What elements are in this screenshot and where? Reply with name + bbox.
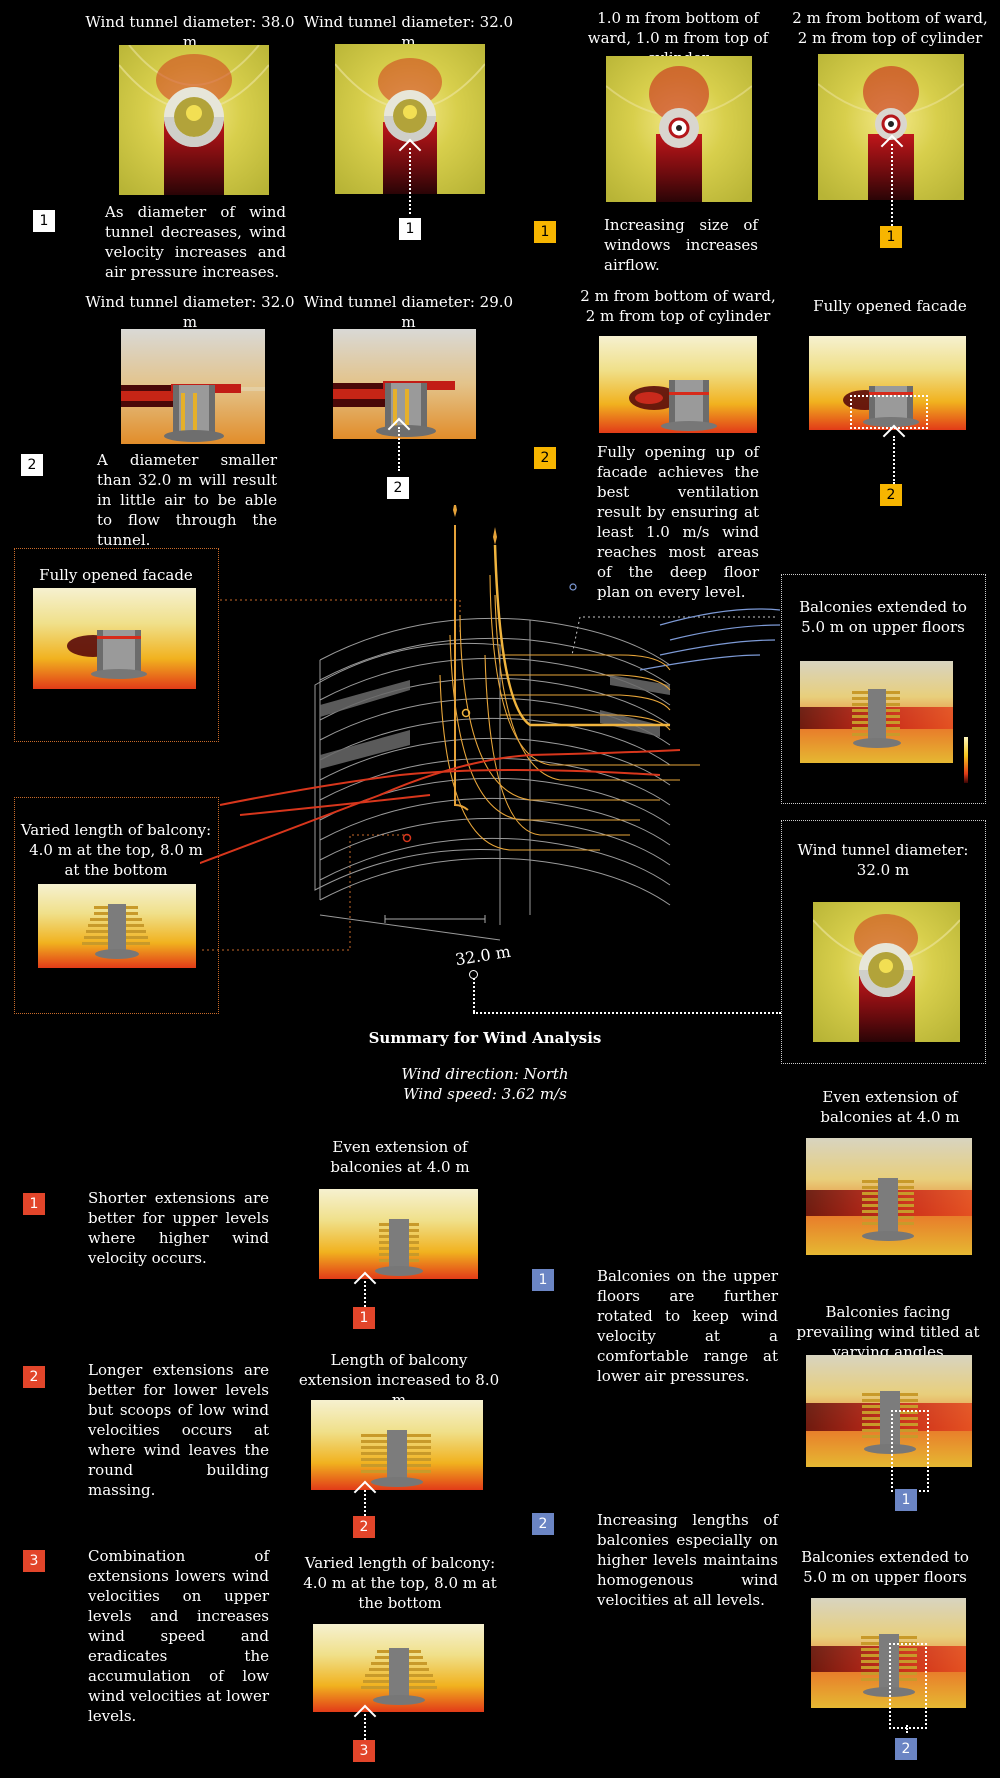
wind-direction: Wind direction: North xyxy=(401,1065,569,1083)
caption-tunnel-32b: Wind tunnel diameter: 32.0 m xyxy=(85,293,295,331)
badge-yellow-1-under: 1 xyxy=(880,226,902,248)
dotted-connector xyxy=(364,1281,366,1307)
dotted-connector xyxy=(364,1490,366,1516)
caption-center-tunnel: Wind tunnel diameter: 32.0 m xyxy=(797,841,969,879)
caption-center-varied: Varied length of balcony: 4.0 m at the t… xyxy=(20,821,212,879)
dotted-connector xyxy=(409,148,411,214)
sim-red-2 xyxy=(311,1400,483,1490)
caption-red-3: Varied length of balcony: 4.0 m at the t… xyxy=(303,1554,497,1612)
note-fully-opened: Fully opening up of facade achieves the … xyxy=(597,443,759,601)
dotted-connector xyxy=(891,144,893,226)
badge-white-2: 2 xyxy=(21,454,43,476)
note-blue-2: Increasing lengths of balconies especial… xyxy=(597,1511,778,1609)
badge-blue-2: 2 xyxy=(532,1513,554,1535)
badge-red-3-under: 3 xyxy=(353,1740,375,1762)
highlight-box xyxy=(850,395,928,429)
highlight-box xyxy=(889,1643,927,1729)
dotted-connector xyxy=(473,978,475,1012)
note-tunnel-diameter: As diameter of wind tunnel decreases, wi… xyxy=(105,203,286,281)
caption-side-2m: 2 m from bottom of ward, 2 m from top of… xyxy=(580,287,776,325)
colour-scale-bar xyxy=(964,737,968,783)
note-red-3: Combination of extensions lowers wind ve… xyxy=(88,1547,269,1725)
caption-center-fully-opened: Fully opened facade xyxy=(39,566,193,584)
note-window-size: Increasing size of windows increases air… xyxy=(604,216,758,274)
dotted-connector xyxy=(473,1012,781,1014)
note-red-1: Shorter extensions are better for upper … xyxy=(88,1189,269,1267)
wind-speed: Wind speed: 3.62 m/s xyxy=(403,1085,567,1103)
sim-red-1 xyxy=(319,1189,478,1279)
sim-tunnel-32 xyxy=(335,44,485,194)
panel-right-extended xyxy=(781,574,986,804)
caption-red-2: Length of balcony extension increased to… xyxy=(298,1351,500,1409)
caption-tunnel-29: Wind tunnel diameter: 29.0 m xyxy=(303,293,514,331)
sim-tunnel-38 xyxy=(119,45,269,195)
sim-fully-opened xyxy=(809,336,966,430)
badge-yellow-1: 1 xyxy=(534,221,556,243)
building-wind-diagram xyxy=(200,505,780,975)
sim-center-extended xyxy=(800,661,953,763)
badge-red-1: 1 xyxy=(23,1193,45,1215)
panel-left-varied xyxy=(14,797,219,1014)
note-blue-1: Balconies on the upper floors are furthe… xyxy=(597,1267,778,1385)
caption-fully-opened: Fully opened facade xyxy=(813,297,967,315)
sim-red-3 xyxy=(313,1624,484,1712)
note-red-2: Longer extensions are better for lower l… xyxy=(88,1361,269,1499)
sim-center-fully-opened xyxy=(33,588,196,689)
sim-blue-1 xyxy=(806,1355,972,1467)
sim-side-tunnel-29 xyxy=(333,329,476,439)
badge-red-2-under: 2 xyxy=(353,1516,375,1538)
badge-red-3: 3 xyxy=(23,1550,45,1572)
badge-blue-1-under: 1 xyxy=(895,1489,917,1511)
sim-side-2m xyxy=(599,336,757,433)
sim-center-varied xyxy=(38,884,196,968)
highlight-box xyxy=(891,1410,929,1492)
badge-blue-1: 1 xyxy=(532,1269,554,1291)
caption-blue-top: Even extension of balconies at 4.0 m xyxy=(820,1088,960,1126)
sim-side-tunnel-32 xyxy=(121,329,265,444)
caption-blue-1: Balconies facing prevailing wind titled … xyxy=(796,1303,980,1361)
caption-red-1: Even extension of balconies at 4.0 m xyxy=(330,1138,470,1176)
dotted-connector xyxy=(906,1725,908,1733)
badge-blue-2-under: 2 xyxy=(895,1738,917,1760)
summary-title: Summary for Wind Analysis xyxy=(368,1029,602,1047)
badge-white-2-under: 2 xyxy=(387,477,409,499)
dotted-connector xyxy=(398,427,400,471)
note-tunnel-smaller: A diameter smaller than 32.0 m will resu… xyxy=(97,451,277,549)
badge-red-1-under: 1 xyxy=(353,1307,375,1329)
caption-center-extended: Balconies extended to 5.0 m on upper flo… xyxy=(799,598,967,636)
badge-yellow-2-under: 2 xyxy=(880,484,902,506)
caption-blue-2: Balconies extended to 5.0 m on upper flo… xyxy=(801,1548,969,1586)
panel-left-fully-opened xyxy=(14,548,219,742)
panel-right-tunnel xyxy=(781,820,986,1064)
sim-blue-top xyxy=(806,1138,972,1255)
dotted-connector xyxy=(893,436,895,484)
caption-window-2m: 2 m from bottom of ward, 2 m from top of… xyxy=(792,9,988,47)
badge-white-1-under: 1 xyxy=(399,218,421,240)
dotted-connector xyxy=(364,1714,366,1740)
badge-yellow-2: 2 xyxy=(534,447,556,469)
badge-red-2: 2 xyxy=(23,1366,45,1388)
sim-center-tunnel xyxy=(813,902,960,1042)
sim-window-1m xyxy=(606,56,752,202)
badge-white-1: 1 xyxy=(33,210,55,232)
